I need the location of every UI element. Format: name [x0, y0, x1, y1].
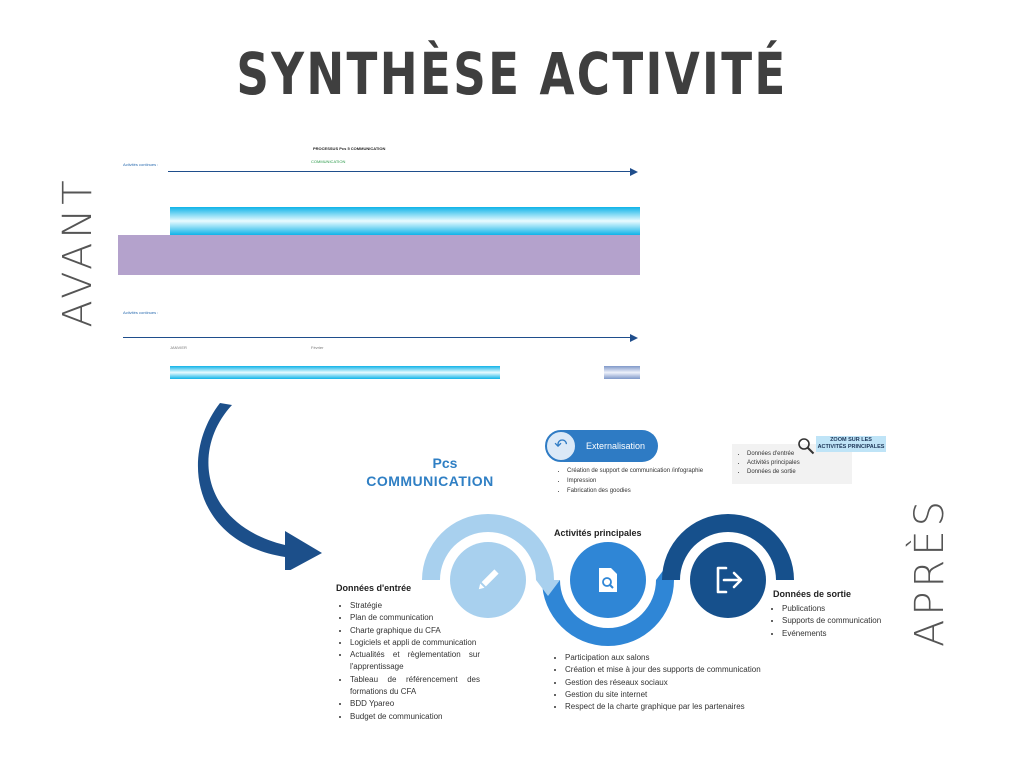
old-doc-activity-band-2 — [170, 366, 500, 379]
list-item: Supports de communication — [782, 615, 922, 627]
process-prefix: Pcs — [432, 455, 458, 471]
old-process-document: PROCESSUS Pcs 5 COMMUNICATION Activités … — [118, 140, 640, 385]
list-item: Actualités et règlementation sur l'appre… — [350, 649, 480, 674]
process-diagram — [422, 514, 794, 646]
list-item: Budget de communication — [350, 711, 480, 723]
old-doc-arrowhead-1 — [630, 168, 638, 176]
list-item: Respect de la charte graphique par les p… — [565, 701, 805, 713]
old-doc-purple-band — [118, 235, 640, 275]
process-name: COMMUNICATION — [366, 473, 494, 489]
input-data-list: Stratégie Plan de communication Charte g… — [338, 600, 480, 723]
old-doc-arrow-2 — [123, 337, 630, 338]
main-activities-list: Participation aux salons Création et mis… — [553, 652, 805, 713]
zoom-list: Données d'entrée Activités principales D… — [735, 450, 857, 477]
list-item: Fabrication des goodies — [567, 486, 737, 496]
input-data-title: Données d'entrée — [336, 583, 412, 593]
list-item: Impression — [567, 476, 737, 486]
list-item: Logiciels et appli de communication — [350, 637, 480, 649]
list-item: Participation aux salons — [565, 652, 805, 664]
list-item: Données d'entrée — [747, 450, 857, 459]
main-activity-arc — [542, 580, 674, 646]
list-item: Evénements — [782, 628, 922, 640]
curved-arrow-icon — [198, 403, 322, 570]
list-item: Tableau de référencement des formations … — [350, 674, 480, 699]
list-item: Données de sortie — [747, 468, 857, 477]
list-item: Plan de communication — [350, 612, 480, 624]
old-doc-heading: PROCESSUS Pcs 5 COMMUNICATION — [313, 146, 386, 151]
old-doc-comm-label: COMMUNICATION — [311, 159, 346, 164]
list-item: Publications — [782, 603, 922, 615]
externalisation-label: Externalisation — [586, 441, 646, 451]
output-arc — [662, 514, 794, 580]
page-title: SYNTHÈSE ACTIVITÉ — [236, 40, 788, 108]
output-data-title: Données de sortie — [773, 589, 852, 599]
old-doc-arrowhead-2 — [630, 334, 638, 342]
list-item: BDD Ypareo — [350, 698, 480, 710]
list-item: Création de support de communication /in… — [567, 466, 737, 476]
list-item: Gestion du site internet — [565, 689, 805, 701]
old-doc-arrow-1 — [168, 171, 630, 172]
output-data-list: Publications Supports de communication E… — [770, 603, 922, 640]
input-arc — [422, 514, 554, 580]
list-item: Stratégie — [350, 600, 480, 612]
old-doc-february: Février — [311, 345, 324, 350]
back-arrow-icon: ↶ — [545, 430, 577, 462]
magnifier-icon — [798, 438, 815, 455]
document-search-icon — [599, 568, 617, 592]
old-doc-activity-band — [170, 207, 640, 235]
zoom-label: ZOOM SUR LES ACTIVITÉS PRINCIPALES — [816, 436, 886, 452]
old-doc-january: JANVIER — [170, 345, 187, 350]
before-label: AVANT — [55, 176, 101, 328]
connector-arrow-1 — [536, 580, 560, 596]
list-item: Création et mise à jour des supports de … — [565, 664, 805, 676]
old-doc-continuous-1: Activités continues : — [123, 162, 159, 167]
old-doc-activity-band-3 — [604, 366, 640, 379]
list-item: Activités principales — [747, 459, 857, 468]
sign-out-icon — [716, 566, 743, 594]
list-item: Gestion des réseaux sociaux — [565, 677, 805, 689]
list-item: Charte graphique du CFA — [350, 625, 480, 637]
pencil-icon — [478, 569, 499, 590]
old-doc-continuous-2: Activités continues : — [123, 310, 159, 315]
externalisation-list: Création de support de communication /in… — [555, 466, 737, 496]
main-activities-title: Activités principales — [554, 528, 642, 538]
